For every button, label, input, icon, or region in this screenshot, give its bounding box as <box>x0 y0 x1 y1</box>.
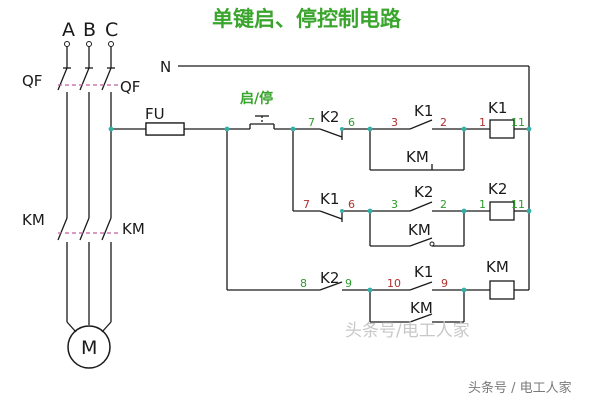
control-feed <box>111 122 293 290</box>
row1-node-7: 7 <box>308 116 315 129</box>
watermark-center: 头条号/电工人家 <box>345 321 470 341</box>
qf-label-right: QF <box>120 78 140 96</box>
row3-km-label: KM <box>410 299 433 317</box>
phase-a-label: A <box>62 19 75 41</box>
row2-node-3: 3 <box>391 198 398 211</box>
button-label: 启/停 <box>240 90 273 107</box>
row3-node-8: 8 <box>300 277 307 290</box>
k1-coil-label: K1 <box>488 99 507 117</box>
neutral-wire <box>178 65 530 290</box>
k2-coil <box>489 201 515 221</box>
row1-km-label: KM <box>406 148 429 166</box>
junction-dots <box>108 126 532 293</box>
fuse-symbol <box>145 122 185 136</box>
motor-symbol <box>67 325 111 369</box>
row3-node-9b: 9 <box>441 277 448 290</box>
phase-c-label: C <box>105 19 118 41</box>
neutral-label: N <box>160 58 171 76</box>
row2-node-6: 6 <box>348 198 355 211</box>
diagram-title: 单键启、停控制电路 <box>212 7 402 31</box>
row3-k1-label: K1 <box>414 263 433 281</box>
row3-node-9a: 9 <box>345 277 352 290</box>
row2-node-2: 2 <box>440 198 447 211</box>
row1-node-11: 11 <box>511 116 525 129</box>
row1-k1-label: K1 <box>414 102 433 120</box>
km-coil <box>489 280 515 300</box>
row1-node-6: 6 <box>348 116 355 129</box>
km-label-right: KM <box>122 220 145 238</box>
phase-wires-top <box>57 47 115 333</box>
row2-node-1: 1 <box>479 198 486 211</box>
row2-km-label: KM <box>408 221 431 239</box>
k2-coil-label: K2 <box>488 180 507 198</box>
phase-b-label: B <box>83 19 96 41</box>
phase-b-terminal <box>86 41 92 47</box>
row2-node-7: 7 <box>303 198 310 211</box>
row2-k1-label: K1 <box>320 190 339 208</box>
row2-wires <box>293 201 529 247</box>
k1-coil <box>489 119 515 139</box>
row2-node-11: 11 <box>511 198 525 211</box>
row2-k2-label: K2 <box>414 183 433 201</box>
row3-node-10: 10 <box>387 277 401 290</box>
motor-label: M <box>81 337 97 359</box>
row1-wires <box>292 119 529 211</box>
row1-k2-label: K2 <box>320 108 339 126</box>
km-label-left: KM <box>22 211 45 229</box>
row3-wires <box>227 281 529 323</box>
row3-k2-label: K2 <box>320 269 339 287</box>
qf-label-left: QF <box>22 72 42 90</box>
start-stop-button <box>255 115 269 124</box>
row2-km-contact-mark <box>429 241 435 247</box>
phase-a-terminal <box>64 41 70 47</box>
row1-node-1: 1 <box>479 116 486 129</box>
row1-node-2: 2 <box>440 116 447 129</box>
row1-node-3: 3 <box>391 116 398 129</box>
km-coil-label: KM <box>486 258 509 276</box>
fuse-label: FU <box>145 105 165 123</box>
phase-c-terminal <box>108 41 114 47</box>
watermark-corner: 头条号 / 电工人家 <box>468 380 572 396</box>
